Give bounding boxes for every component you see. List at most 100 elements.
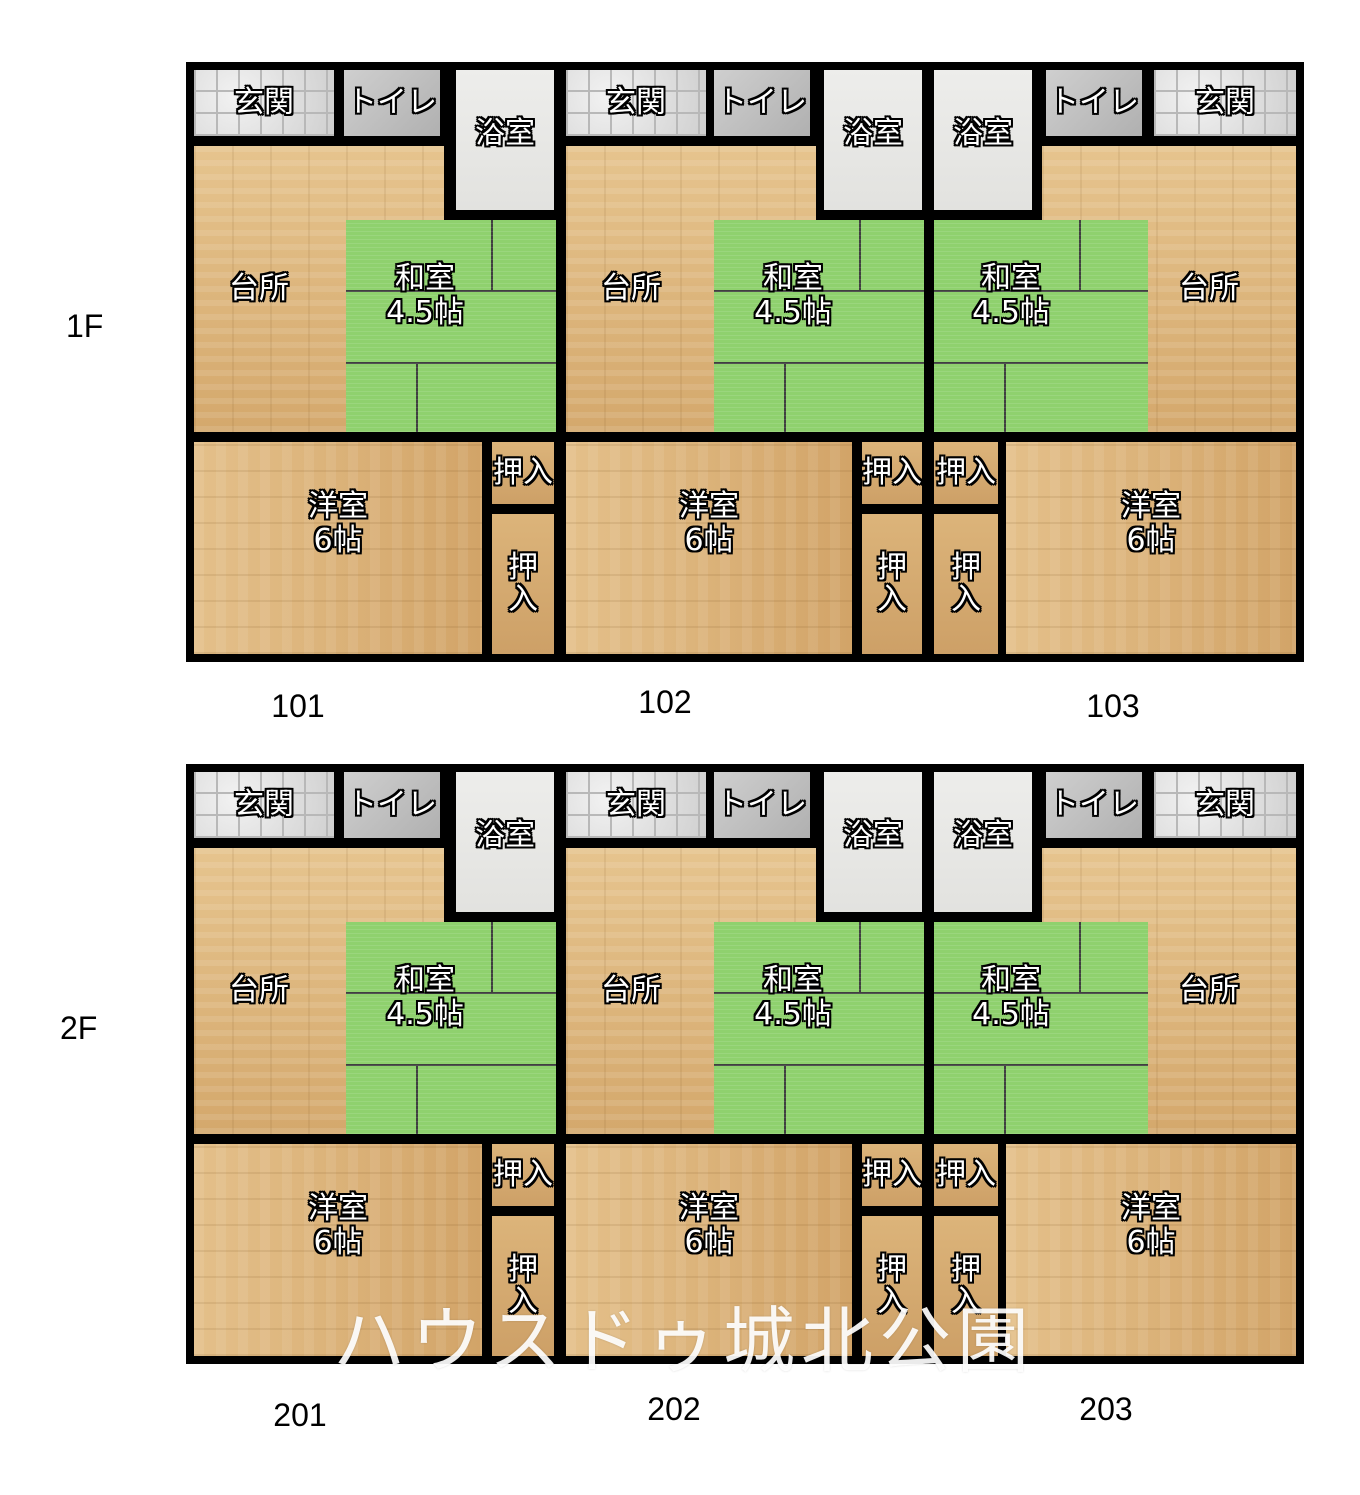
room-label: トイレ	[347, 86, 437, 120]
room-label-line: 台所	[1179, 271, 1239, 306]
room-label-line: 6帖	[1126, 523, 1176, 558]
room-label: 浴室	[843, 117, 903, 151]
unit-label-101: 101	[271, 688, 325, 724]
room-label-line: 入	[877, 1284, 907, 1319]
room-label-line: 玄関	[1195, 787, 1255, 822]
room-label: 押入	[877, 552, 907, 616]
room-label: 押入	[862, 1158, 922, 1192]
room-oshiire-a: 押入	[492, 1144, 554, 1206]
room-label: 玄関	[1195, 86, 1255, 120]
room-label-line: 押	[877, 1252, 907, 1287]
room-label-line: 入	[508, 1284, 538, 1319]
room-label-line: 押	[508, 550, 538, 585]
room-genkan-a: 玄関	[194, 772, 334, 838]
room-label: 浴室	[953, 819, 1013, 853]
room-label: 浴室	[953, 117, 1013, 151]
room-label-line: 押	[877, 550, 907, 585]
room-label-line: 押入	[936, 455, 996, 490]
room-label: 押入	[936, 1158, 996, 1192]
floor-label-1f: 1F	[66, 308, 104, 344]
room-label-line: 浴室	[475, 116, 535, 151]
room-oshiire-c: 押入	[934, 442, 998, 504]
room-oshiire-c: 押入	[934, 1144, 998, 1206]
room-label: 玄関	[234, 86, 294, 120]
room-label: 押入	[936, 456, 996, 490]
unit-label-103: 103	[1086, 688, 1140, 724]
room-genkan-b: 玄関	[566, 772, 706, 838]
room-toilet-b: トイレ	[714, 70, 810, 136]
room-oshiire-b: 押入	[862, 1144, 922, 1206]
room-label-line: 押入	[493, 455, 553, 490]
room-label-line: トイレ	[1049, 787, 1139, 822]
room-oshiire-vertical-b: 押入	[862, 1216, 922, 1356]
room-oshiire-vertical-b: 押入	[862, 514, 922, 654]
unit-label-203: 203	[1079, 1391, 1133, 1427]
room-label: トイレ	[717, 86, 807, 120]
room-toilet-a: トイレ	[344, 70, 440, 136]
room-label-line: 台所	[601, 271, 661, 306]
unit-label-201: 201	[273, 1397, 327, 1433]
room-label: 浴室	[475, 117, 535, 151]
room-label-line: 和室	[981, 963, 1041, 998]
room-bath-a: 浴室	[456, 772, 554, 912]
room-bath-a: 浴室	[456, 70, 554, 210]
room-label: 玄関	[606, 788, 666, 822]
room-oshiire-a: 押入	[492, 442, 554, 504]
room-label-line: 4.5帖	[754, 295, 832, 330]
room-label-line: 玄関	[1195, 85, 1255, 120]
room-label-line: トイレ	[717, 85, 807, 120]
room-label: 台所	[229, 272, 289, 306]
room-label-line: 6帖	[313, 523, 363, 558]
room-label-line: 6帖	[1126, 1225, 1176, 1260]
floor-label-2f: 2F	[60, 1010, 98, 1046]
room-label: 台所	[1179, 974, 1239, 1008]
room-label-line: 和室	[763, 261, 823, 296]
room-bath-c: 浴室	[934, 70, 1032, 210]
room-toilet-b: トイレ	[714, 772, 810, 838]
room-toilet-c: トイレ	[1046, 772, 1142, 838]
unit-label-102: 102	[638, 684, 692, 720]
room-label-line: 浴室	[843, 818, 903, 853]
room-label-line: 玄関	[606, 85, 666, 120]
room-label-line: 洋室	[1121, 1191, 1181, 1226]
room-label: トイレ	[1049, 86, 1139, 120]
room-label-line: 押入	[862, 1157, 922, 1192]
room-label: 押入	[493, 456, 553, 490]
room-oshiire-vertical-c: 押入	[934, 1216, 998, 1356]
room-label-line: 押	[508, 1252, 538, 1287]
room-toilet-a: トイレ	[344, 772, 440, 838]
room-label: トイレ	[347, 788, 437, 822]
room-label-line: 洋室	[308, 1191, 368, 1226]
room-label-line: 6帖	[684, 523, 734, 558]
room-label-line: 4.5帖	[386, 997, 464, 1032]
room-label-line: 台所	[601, 973, 661, 1008]
room-label-line: 玄関	[606, 787, 666, 822]
room-bath-b: 浴室	[824, 772, 922, 912]
room-label-line: 台所	[1179, 973, 1239, 1008]
room-genkan-a: 玄関	[194, 70, 334, 136]
room-label-line: 入	[508, 582, 538, 617]
room-label-line: 浴室	[475, 818, 535, 853]
room-label-line: 押	[951, 1252, 981, 1287]
room-label: 台所	[1179, 272, 1239, 306]
room-label: 押入	[951, 1254, 981, 1318]
room-label: トイレ	[717, 788, 807, 822]
room-label-line: 6帖	[313, 1225, 363, 1260]
room-bath-c: 浴室	[934, 772, 1032, 912]
